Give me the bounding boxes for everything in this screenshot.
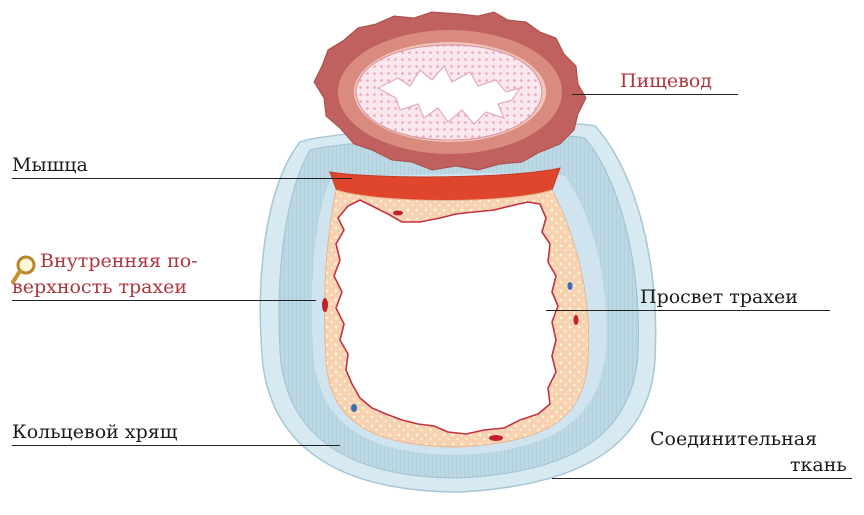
leader-line-cartilage [12,445,340,446]
leader-line-muscle [12,178,352,179]
leader-line-lumen [546,310,830,311]
leader-line-esophagus [572,94,738,95]
tracheal-lumen [334,200,558,434]
vessel-blue [351,404,357,412]
vessel-red [393,211,403,216]
label-ring-cartilage: Кольцевой хрящ [12,421,177,443]
vessel-red [489,435,503,441]
label-esophagus[interactable]: Пищевод [620,70,712,92]
label-inner-surface-line2[interactable]: верхность трахеи [12,276,187,298]
leader-line-connective [552,478,852,479]
label-connective-line1: Соединительная [650,428,817,450]
leader-line-inner-surface [12,300,316,301]
label-lumen: Просвет трахеи [640,286,798,308]
label-inner-surface-line1[interactable]: Внутренняя по- [40,250,198,272]
vessel-blue [568,282,573,290]
vessel-red [322,298,328,312]
vessel-red [574,315,579,325]
label-connective-line2: ткань [790,454,847,476]
label-muscle: Мышца [12,154,88,176]
